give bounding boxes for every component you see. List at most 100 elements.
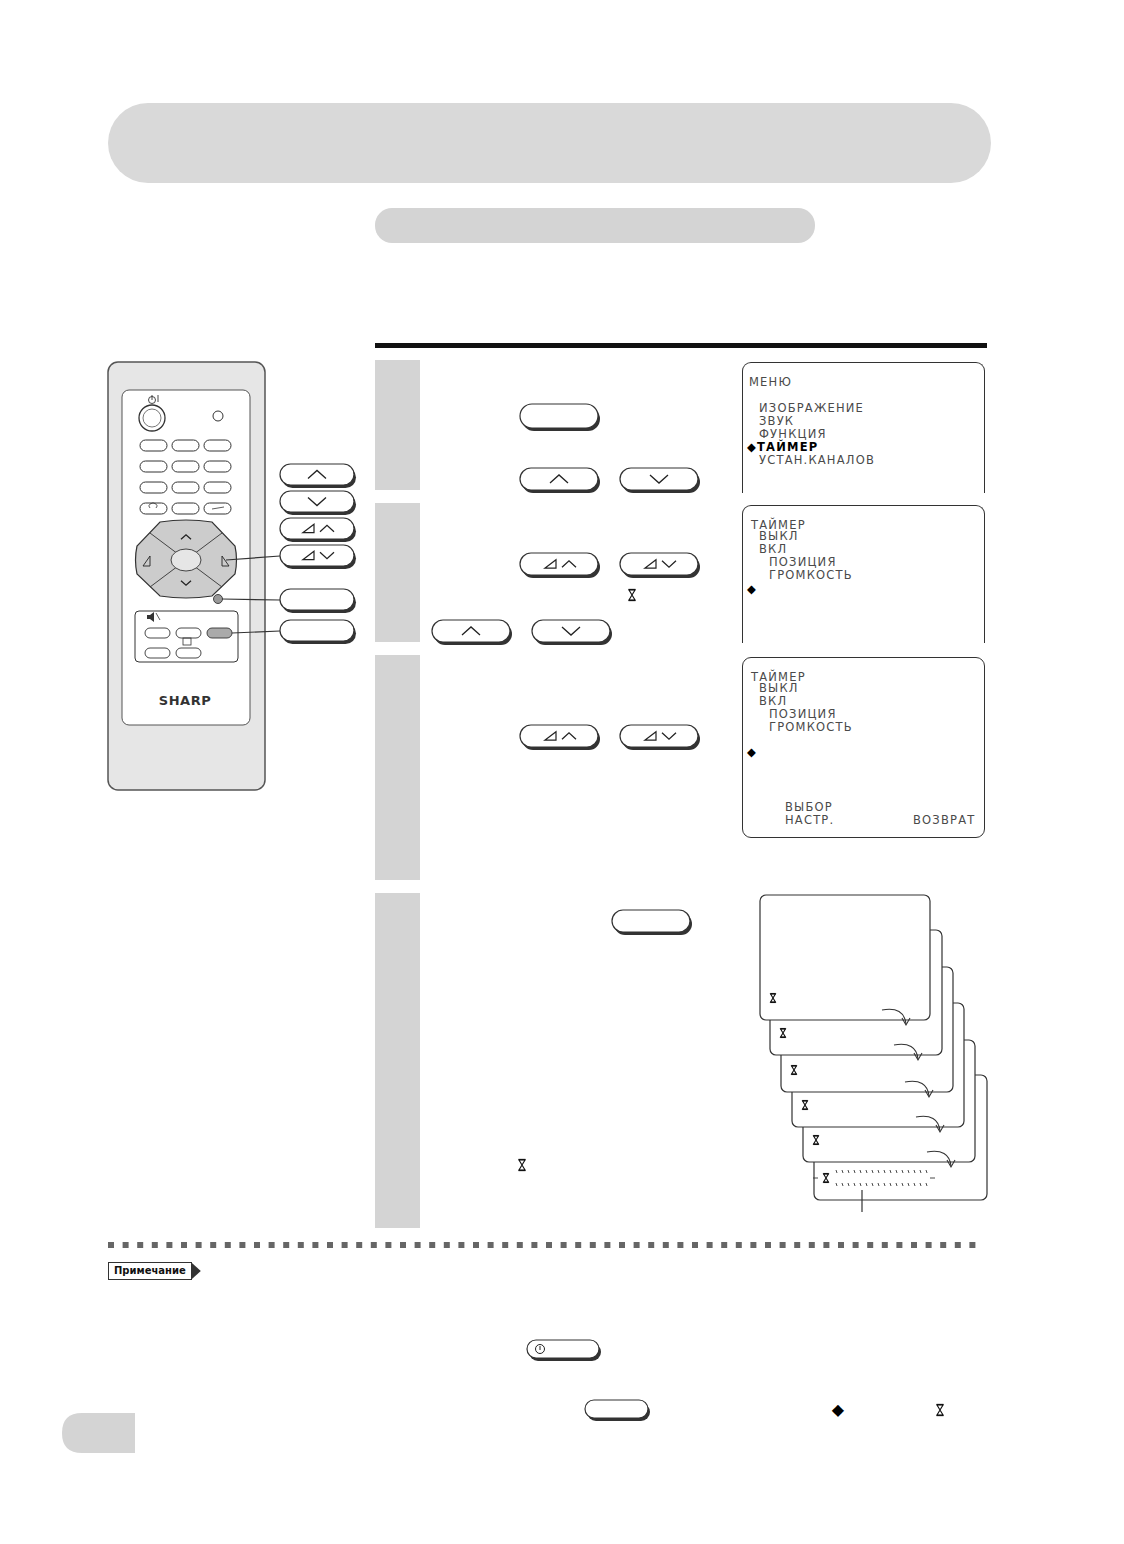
dotted-separator	[955, 1242, 961, 1248]
screen-text: ВОЗВРАТ	[913, 815, 975, 827]
screen-text: НАСТР.	[785, 815, 834, 827]
hourglass-bar	[823, 1173, 829, 1174]
blink-tick	[842, 1183, 843, 1186]
dotted-separator	[794, 1242, 800, 1248]
blink-tick	[920, 1170, 921, 1173]
dotted-separator	[429, 1242, 435, 1248]
blink-tick	[920, 1183, 921, 1186]
screen-text: ЗВУК	[759, 416, 794, 428]
leader-line	[861, 1190, 862, 1212]
blink-tick	[914, 1170, 915, 1173]
remote-button	[280, 491, 354, 512]
dotted-separator	[254, 1242, 260, 1248]
dotted-separator	[488, 1242, 494, 1248]
screen-text: ВКЛ	[759, 544, 787, 556]
subtitle-band	[375, 208, 815, 243]
remote-button	[520, 404, 598, 428]
chevron-icon	[320, 552, 334, 558]
dotted-separator	[838, 1242, 844, 1248]
sequence-arrow	[894, 1044, 918, 1059]
number-button	[204, 440, 231, 451]
remote-button	[612, 910, 690, 932]
blink-tick	[860, 1183, 861, 1186]
dotted-separator	[181, 1242, 187, 1248]
blink-tick	[872, 1170, 873, 1173]
number-button	[204, 503, 231, 514]
blink-tick	[890, 1170, 891, 1173]
blink-tick	[842, 1170, 843, 1173]
dotted-separator	[882, 1242, 888, 1248]
timer-screen: ТАЙМЕРВЫКЛВКЛПОЗИЦИЯГРОМКОСТЬ◆	[742, 505, 985, 643]
dotted-separator	[239, 1242, 245, 1248]
blink-tick	[884, 1183, 885, 1186]
number-button	[172, 503, 199, 514]
panel-button	[207, 628, 232, 638]
dotted-separator	[415, 1242, 421, 1248]
blink-tick	[902, 1183, 903, 1186]
hourglass-bar	[770, 1002, 776, 1003]
dotted-separator	[736, 1242, 742, 1248]
leader-line	[226, 556, 280, 560]
blink-tick	[854, 1170, 855, 1173]
dotted-separator	[619, 1242, 625, 1248]
dotted-separator	[517, 1242, 523, 1248]
remote-body	[108, 362, 265, 790]
screen-text: ВЫКЛ	[759, 683, 799, 695]
hourglass-bar	[823, 1182, 829, 1183]
dotted-separator	[546, 1242, 552, 1248]
brand-logo: SHARP	[159, 694, 211, 707]
blink-tick	[884, 1170, 885, 1173]
screen-frame	[760, 895, 930, 1020]
blink-tick	[836, 1183, 837, 1186]
sequence-arrowhead	[947, 1160, 955, 1167]
dotted-separator	[823, 1242, 829, 1248]
remote-button	[280, 464, 354, 485]
step-strip	[375, 893, 420, 1228]
volume-wedge-icon	[645, 560, 656, 568]
dotted-separator	[166, 1242, 172, 1248]
leader-line	[222, 599, 280, 600]
note-tag-arrow	[191, 1262, 201, 1280]
chevron-icon	[562, 561, 576, 567]
blink-tick	[902, 1170, 903, 1173]
pad-center	[171, 549, 201, 571]
remote-button	[620, 725, 698, 747]
chevron-icon	[308, 497, 326, 505]
power-icon	[536, 1345, 545, 1354]
dotted-separator	[312, 1242, 318, 1248]
panel-button	[145, 648, 170, 658]
chevron-icon	[181, 535, 191, 540]
menu-screen: МЕНЮИЗОБРАЖЕНИЕЗВУКФУНКЦИЯ◆ТАЙМЕРУСТАН.К…	[742, 362, 985, 493]
dotted-separator	[604, 1242, 610, 1248]
dotted-separator	[692, 1242, 698, 1248]
power-button	[139, 405, 165, 431]
remote-button	[532, 620, 610, 642]
dotted-separator	[356, 1242, 362, 1248]
remote-button	[520, 468, 598, 490]
power-button-ring	[143, 409, 161, 427]
volume-wedge-icon	[303, 551, 314, 559]
remote-button	[620, 553, 698, 575]
hourglass-bar	[770, 993, 776, 994]
screen-text: ГРОМКОСТЬ	[769, 570, 853, 582]
sequence-arrow	[882, 1009, 906, 1024]
hourglass-bar	[937, 1415, 944, 1416]
dotted-separator	[750, 1242, 756, 1248]
dotted-separator	[269, 1242, 275, 1248]
blink-tick	[896, 1170, 897, 1173]
dotted-separator	[327, 1242, 333, 1248]
blink-tick	[866, 1183, 867, 1186]
screen-text: ПОЗИЦИЯ	[769, 709, 837, 721]
dotted-separator	[575, 1242, 581, 1248]
hourglass-icon	[771, 994, 776, 1002]
volume-wedge-icon	[645, 732, 656, 740]
page-number-tab	[62, 1413, 135, 1453]
note-label: Примечание	[109, 1263, 191, 1279]
dotted-separator	[210, 1242, 216, 1248]
screen-text: ◆	[747, 747, 756, 759]
blink-tick	[930, 1178, 935, 1179]
panel-button	[176, 648, 201, 658]
dotted-separator	[780, 1242, 786, 1248]
hourglass-icon	[814, 1136, 819, 1144]
